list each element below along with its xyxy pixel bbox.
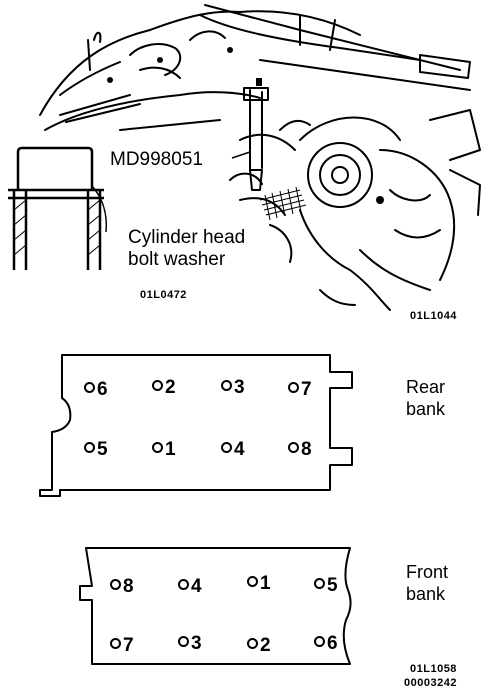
front-bolt: 3	[178, 634, 202, 653]
document-code: 00003242	[404, 677, 457, 689]
rear-bolt: 6	[84, 380, 108, 399]
front-bolt: 5	[314, 576, 338, 595]
rear-bolt: 1	[152, 440, 176, 459]
front-bolt: 4	[178, 577, 202, 596]
inset-code: 01L0472	[140, 289, 187, 301]
figure-code-top: 01L1044	[410, 310, 457, 322]
figure-code-bottom: 01L1058	[410, 663, 457, 675]
rear-bolt: 7	[288, 380, 312, 399]
engine-illustration	[8, 4, 481, 311]
tool-label: MD998051	[110, 149, 203, 170]
front-bolt: 8	[110, 577, 134, 596]
front-bolt: 7	[110, 636, 134, 655]
rear-bolt: 8	[288, 440, 312, 459]
front-bolt: 1	[247, 574, 271, 593]
front-bolt: 2	[247, 636, 271, 655]
rear-bolt: 3	[221, 378, 245, 397]
front-bank-label: Front bank	[406, 562, 449, 604]
rear-bolt: 2	[152, 378, 176, 397]
rear-bank-label: Rear bank	[406, 377, 446, 419]
part-label-line2: bolt washer	[128, 249, 226, 270]
front-bolt: 6	[314, 634, 338, 653]
part-label-line1: Cylinder head	[128, 227, 246, 248]
rear-bolt: 5	[84, 440, 108, 459]
rear-bolt: 4	[221, 440, 245, 459]
